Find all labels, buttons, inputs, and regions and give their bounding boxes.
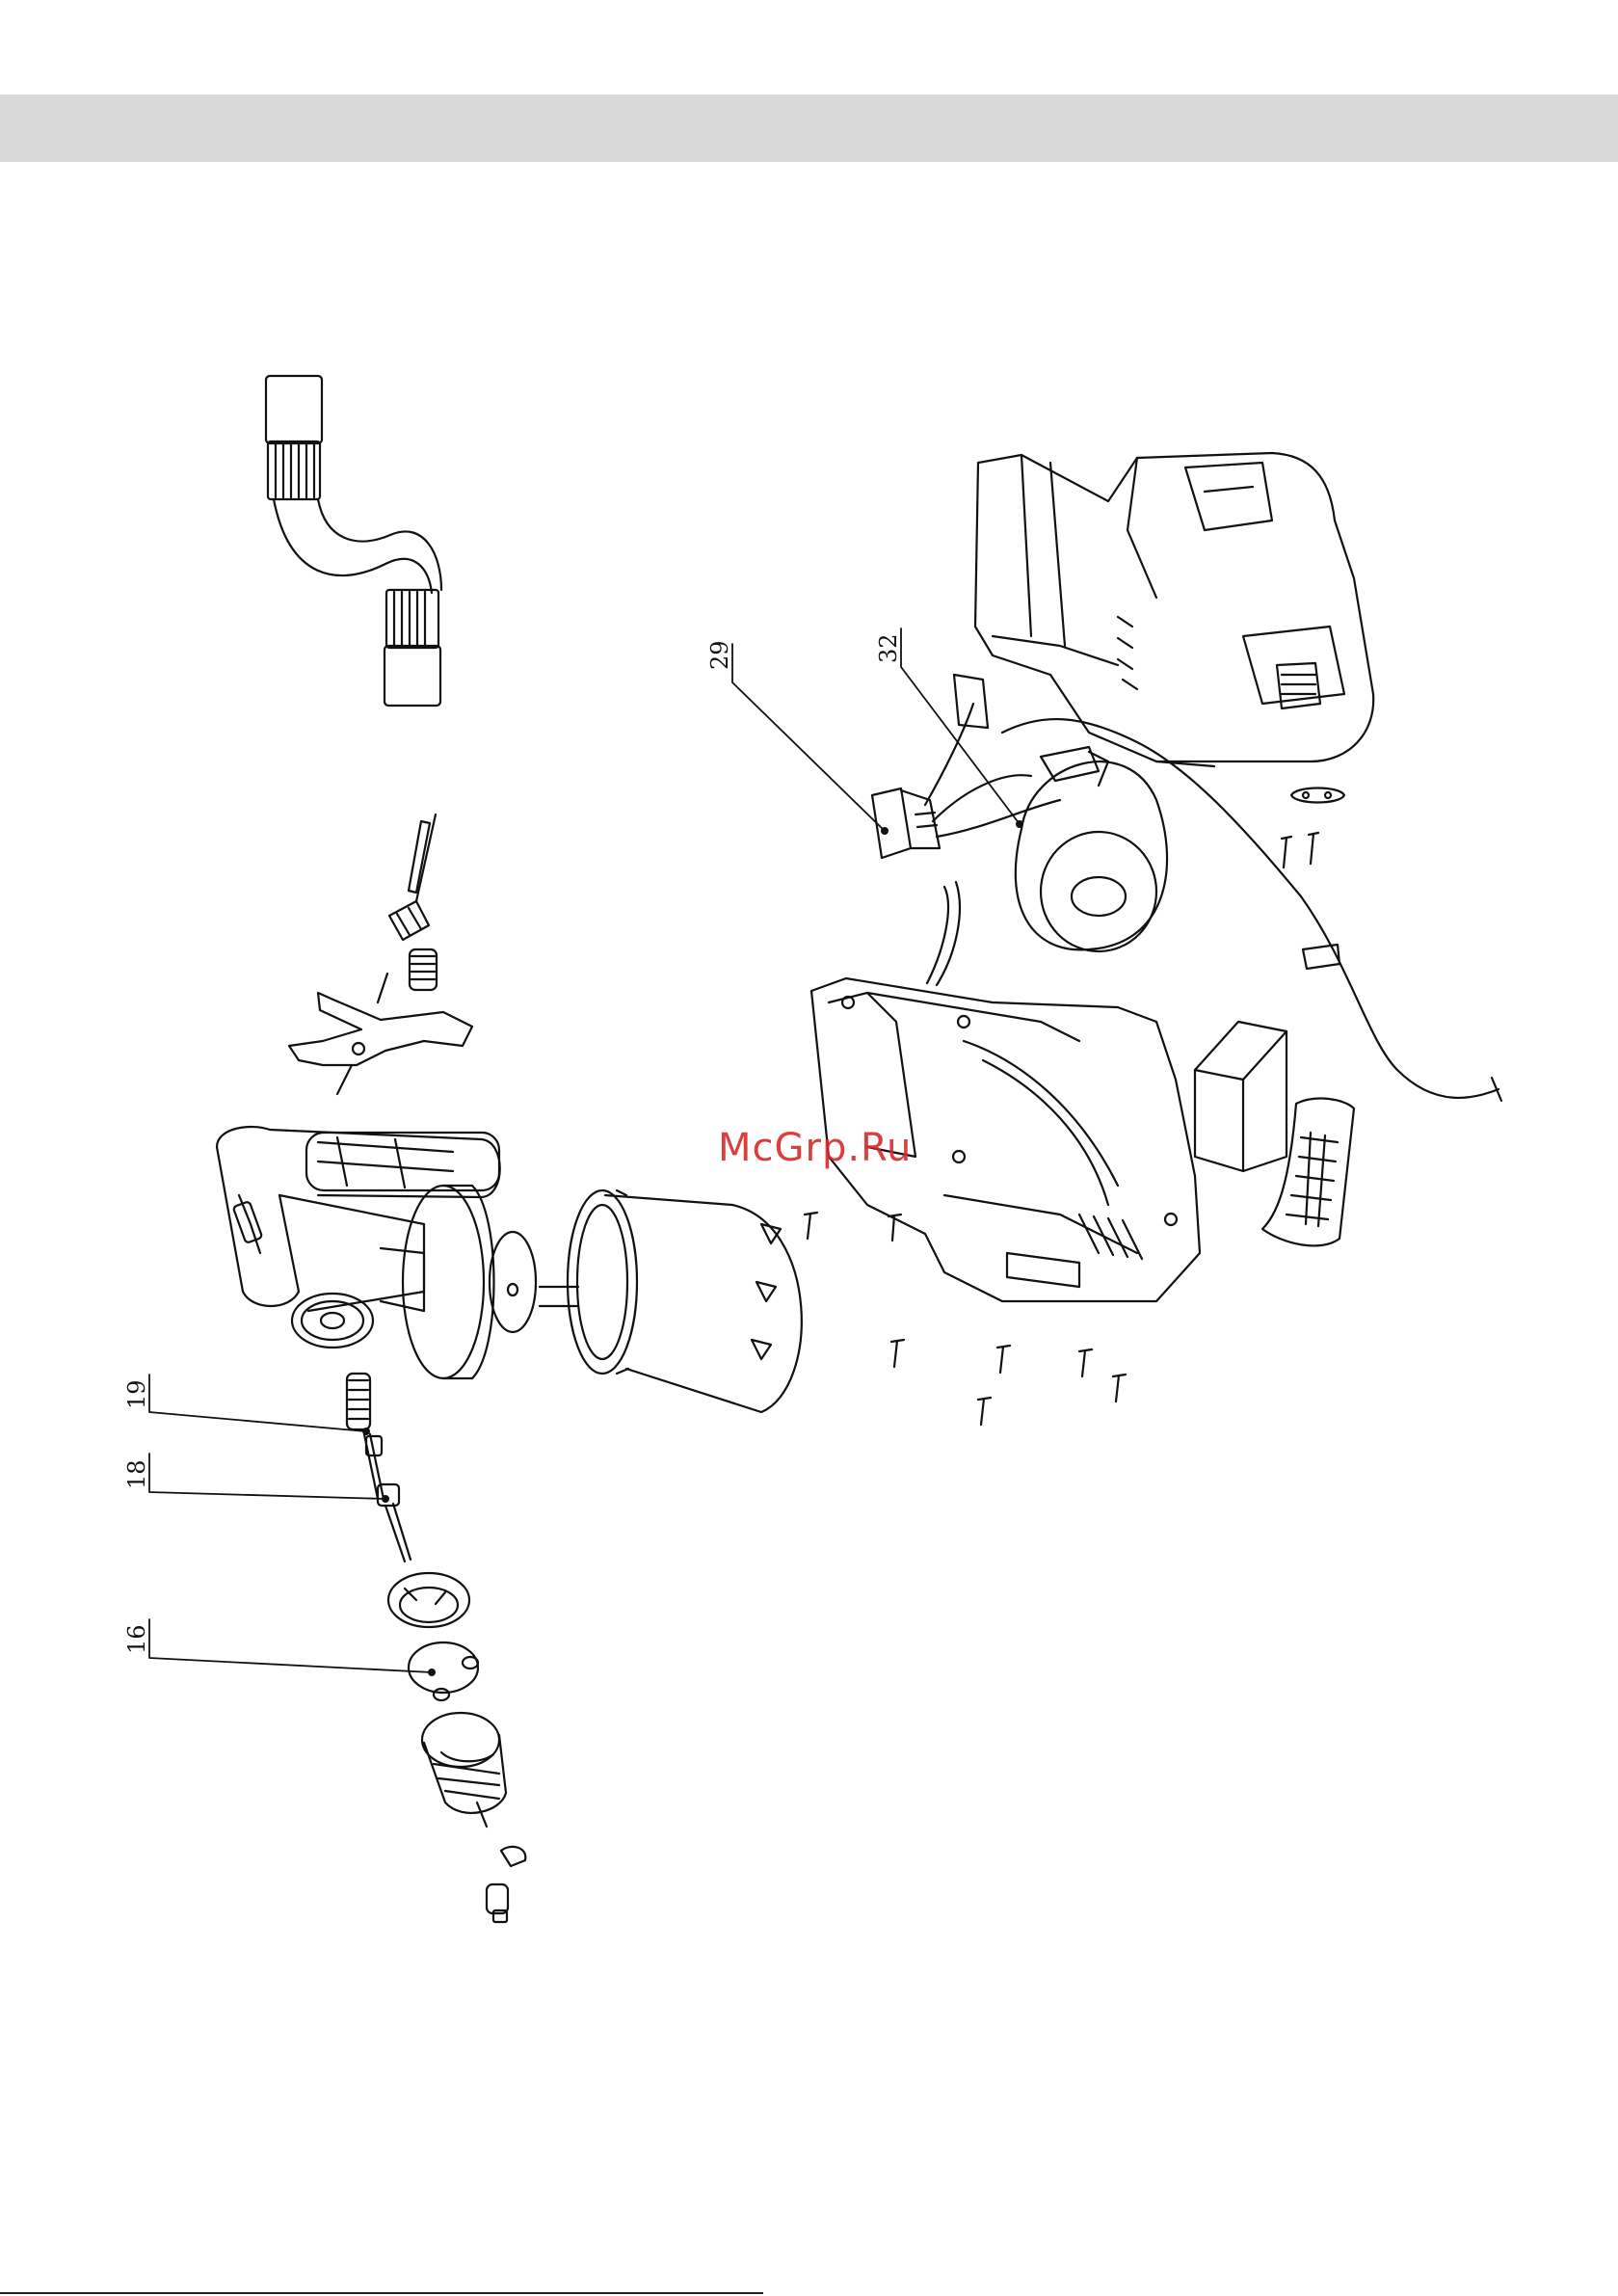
housing-screws-top [1282, 833, 1318, 868]
watermark: McGrp.Ru [718, 1126, 912, 1170]
foam-filter [1195, 1022, 1286, 1171]
motor-32 [1016, 747, 1167, 951]
needle-rod-19 [364, 1434, 384, 1499]
cable-clip [1291, 788, 1344, 803]
small-nozzle-tips [487, 1847, 525, 1922]
union-nut [422, 1713, 506, 1827]
callout-19: 19 [123, 1379, 150, 1409]
trigger-lever [289, 974, 472, 1094]
flexible-hose [266, 376, 441, 706]
motor-housing [975, 453, 1373, 766]
pin-spring-assembly [389, 814, 437, 990]
gasket-strip [927, 882, 960, 985]
footer-rule [0, 2292, 763, 2294]
spray-gun-body [217, 1127, 500, 1378]
air-cap-ring [388, 1573, 469, 1627]
wiring-harness [925, 675, 1501, 1101]
filter-disc [490, 1232, 536, 1332]
nozzle-spring [347, 1374, 370, 1429]
callout-29: 29 [706, 640, 733, 670]
loose-screws [805, 1213, 1126, 1425]
callout-18: 18 [123, 1459, 150, 1489]
grille-cover [1262, 1099, 1354, 1246]
callout-32: 32 [875, 633, 902, 663]
paint-container [540, 1190, 802, 1412]
callout-16: 16 [123, 1624, 150, 1654]
callout-dots [362, 820, 1023, 1676]
